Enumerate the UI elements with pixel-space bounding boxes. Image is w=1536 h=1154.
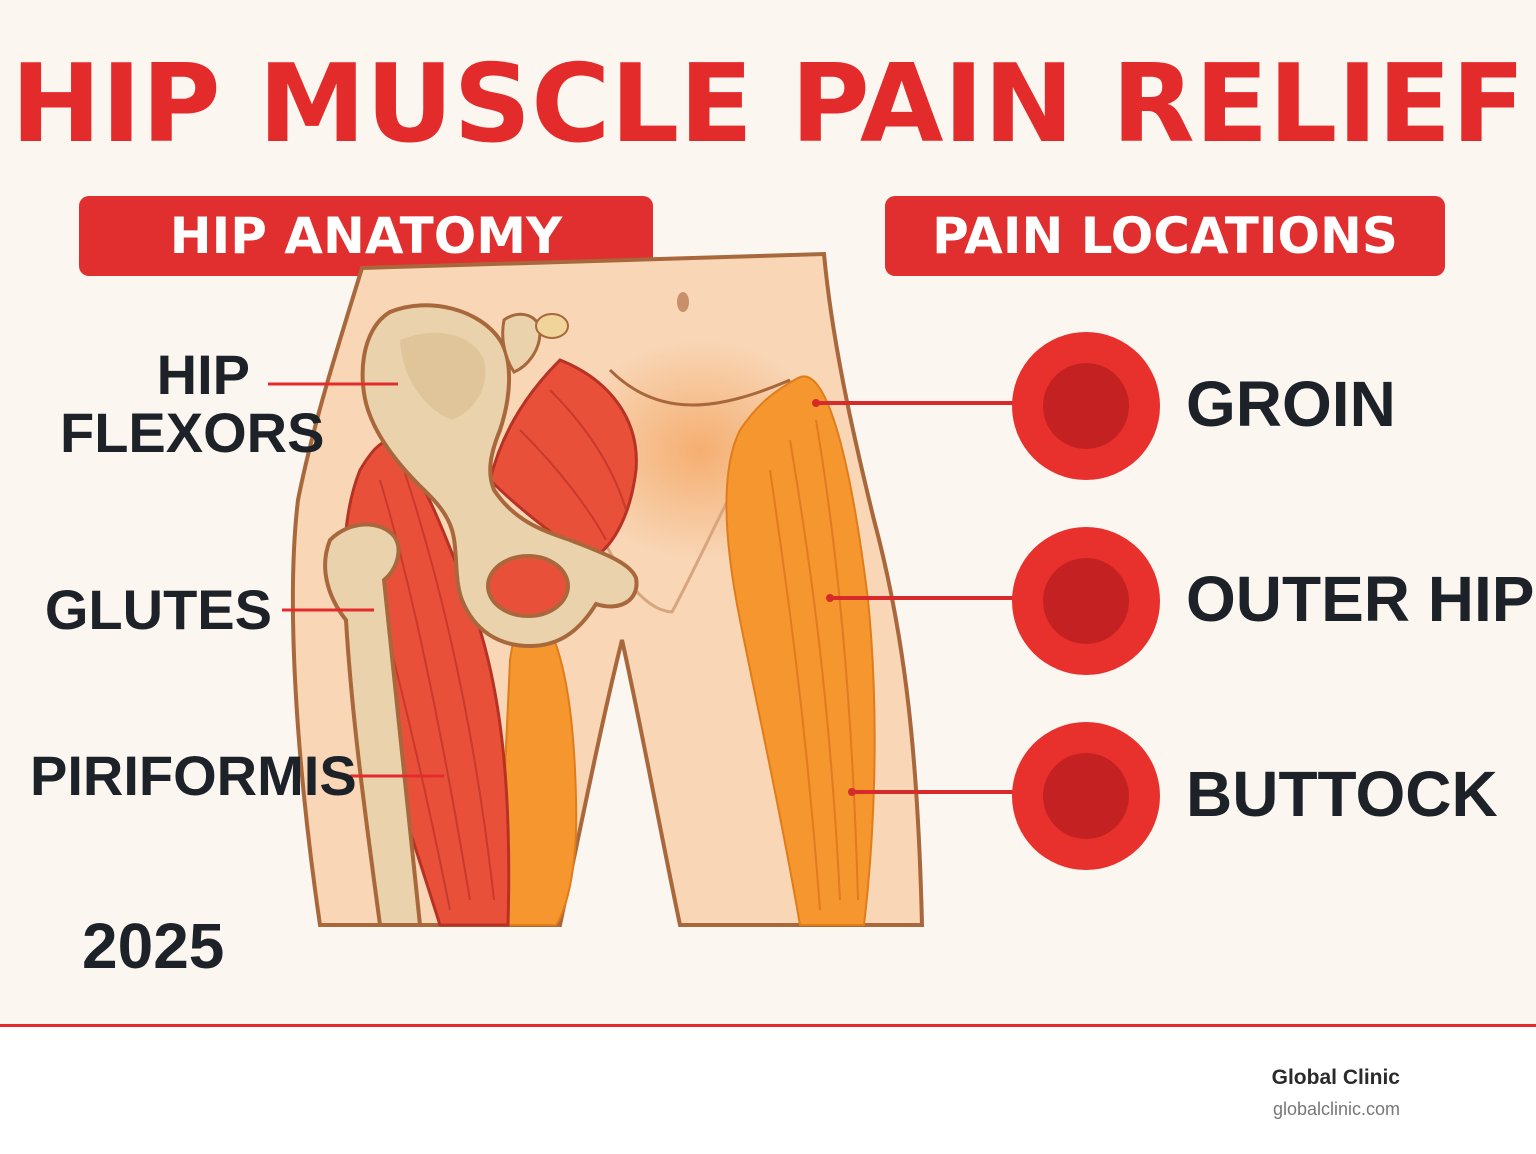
femur-bone <box>323 522 423 927</box>
pain-locations-header: PAIN LOCATIONS <box>885 196 1445 276</box>
outer-hip-label: OUTER HIP <box>1186 563 1535 635</box>
buttock-pain-marker <box>1012 722 1160 870</box>
buttock-label: BUTTOCK <box>1186 758 1498 830</box>
flexor-fiber-2 <box>549 389 627 511</box>
groin-pain-marker <box>1012 332 1160 480</box>
piriformis-label: PIRIFORMIS <box>30 744 357 807</box>
glutes-label: GLUTES <box>44 578 272 641</box>
pubic-cartilage <box>535 313 569 339</box>
footer-divider <box>0 1024 1536 1027</box>
flexor-fiber-1 <box>519 429 607 541</box>
red-fiber-3 <box>403 469 495 901</box>
brand-name: Global Clinic <box>1271 1066 1400 1089</box>
groin-label: GROIN <box>1186 368 1396 440</box>
orange-fiber-2 <box>769 469 821 911</box>
outer-hip-pointer-dot <box>826 594 834 602</box>
sacrum-bone <box>501 312 542 374</box>
red-fiber-1 <box>379 479 471 901</box>
hip-flexors-label-line2: FLEXORS <box>60 401 325 464</box>
hip-flexors-label-line1: HIP <box>156 343 250 406</box>
pelvis-foramen <box>486 554 570 618</box>
orange-fiber-1 <box>789 439 841 901</box>
groin-pointer-dot <box>812 399 820 407</box>
belly-curve <box>608 368 791 407</box>
outer-hip-pain-marker <box>1012 527 1160 675</box>
year-label: 2025 <box>82 910 225 982</box>
buttock-pointer-dot <box>848 788 856 796</box>
hip-flexors-label: HIP <box>60 346 250 404</box>
footer-brand: Global Clinic globalclinic.com <box>1272 1064 1400 1122</box>
navel <box>677 292 689 312</box>
brand-url[interactable]: globalclinic.com <box>1272 1099 1400 1119</box>
orange-fiber-3 <box>815 419 859 901</box>
thigh-muscle-orange <box>725 375 876 926</box>
page-title: HIP MUSCLE PAIN RELIEF <box>10 42 1526 167</box>
iliac-wing-shade <box>400 332 486 420</box>
